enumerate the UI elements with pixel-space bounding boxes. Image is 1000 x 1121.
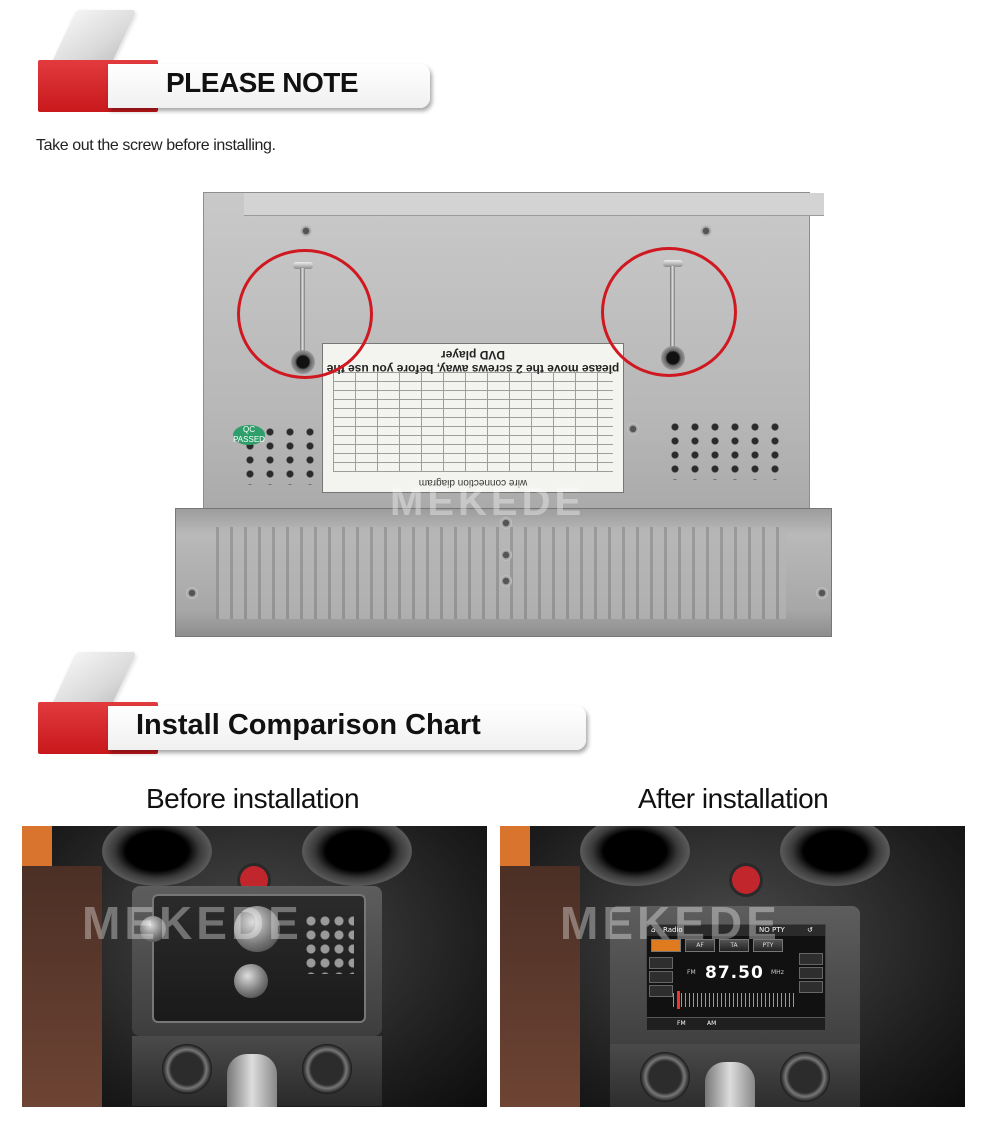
seat bbox=[22, 866, 102, 1107]
ta-button: TA bbox=[719, 939, 749, 952]
pty-status: NO PTY bbox=[759, 926, 785, 934]
screen-status-bar: ⌂ Radio NO PTY ↺ bbox=[647, 925, 825, 936]
preset-button bbox=[651, 939, 681, 952]
am-band-button: AM bbox=[707, 1020, 717, 1027]
nav-knob bbox=[234, 964, 268, 998]
home-icon: ⌂ bbox=[651, 926, 656, 934]
preset-keypad bbox=[304, 914, 354, 974]
dvd-player-unit-photo: QC PASSED please move the 2 screws away,… bbox=[175, 190, 835, 637]
highlight-circle-right bbox=[601, 247, 737, 377]
install-instruction-text: Take out the screw before installing. bbox=[36, 137, 276, 154]
banner-white-plate bbox=[108, 64, 430, 108]
air-vent bbox=[780, 826, 890, 886]
center-console: ⌂ Radio NO PTY ↺ AF TA PTY FM 87.50 MHz bbox=[610, 906, 860, 1056]
air-vent bbox=[102, 826, 212, 886]
screw-hole bbox=[700, 225, 712, 237]
gear-shifter bbox=[227, 1054, 277, 1107]
banner-white-plate bbox=[108, 706, 586, 750]
preset-slot bbox=[799, 953, 823, 965]
screen-mode-label: Radio bbox=[663, 926, 683, 934]
screw-hole bbox=[500, 517, 512, 529]
frequency-unit: MHz bbox=[771, 969, 784, 976]
radio-function-buttons: AF TA PTY bbox=[651, 939, 821, 952]
preset-slot bbox=[799, 981, 823, 993]
preset-slot bbox=[649, 985, 673, 997]
band-label: FM bbox=[687, 969, 696, 976]
before-installation-photo: MEKEDE bbox=[22, 826, 487, 1107]
volume-knob bbox=[234, 906, 280, 952]
screw-hole bbox=[300, 225, 312, 237]
screw-hole bbox=[186, 587, 198, 599]
please-note-banner: PLEASE NOTE bbox=[38, 10, 430, 112]
power-knob bbox=[140, 916, 166, 942]
climate-dial bbox=[640, 1052, 690, 1102]
before-caption: Before installation bbox=[146, 783, 360, 814]
air-vent bbox=[302, 826, 412, 886]
comparison-banner: Install Comparison Chart bbox=[38, 652, 586, 754]
vent-holes bbox=[665, 420, 785, 480]
preset-slot bbox=[649, 971, 673, 983]
watermark: MEKEDE bbox=[82, 897, 303, 949]
fm-band-button: FM bbox=[677, 1020, 686, 1027]
watermark: MEKEDE bbox=[390, 480, 586, 524]
screw-hole bbox=[627, 423, 639, 435]
gear-shifter bbox=[705, 1062, 755, 1107]
screen-bottom-bar: FM AM bbox=[647, 1017, 825, 1030]
section-title-please-note: PLEASE NOTE bbox=[166, 67, 359, 98]
unit-front-panel bbox=[175, 508, 832, 637]
air-vent bbox=[580, 826, 690, 886]
after-caption: After installation bbox=[638, 783, 829, 814]
after-installation-photo: ⌂ Radio NO PTY ↺ AF TA PTY FM 87.50 MHz bbox=[500, 826, 965, 1107]
screw-hole bbox=[816, 587, 828, 599]
climate-dial bbox=[780, 1052, 830, 1102]
heatsink-ribs bbox=[216, 527, 786, 619]
hazard-button bbox=[732, 866, 760, 894]
preset-slot bbox=[649, 957, 673, 969]
climate-dial bbox=[162, 1044, 212, 1094]
wiring-label-sticker: please move the 2 screws away, before yo… bbox=[322, 343, 624, 493]
seat bbox=[500, 866, 580, 1107]
watermark: MEKEDE bbox=[560, 897, 781, 949]
screw-hole bbox=[500, 575, 512, 587]
section-title-comparison: Install Comparison Chart bbox=[136, 709, 481, 741]
factory-radio bbox=[140, 894, 366, 1023]
climate-dial bbox=[302, 1044, 352, 1094]
qc-passed-sticker: QC PASSED bbox=[233, 425, 265, 445]
screw-hole bbox=[500, 549, 512, 561]
head-unit-screen: ⌂ Radio NO PTY ↺ AF TA PTY FM 87.50 MHz bbox=[646, 924, 826, 1031]
af-button: AF bbox=[685, 939, 715, 952]
tuning-needle bbox=[677, 991, 680, 1009]
preset-slot bbox=[799, 967, 823, 979]
unit-top-lip bbox=[244, 193, 824, 216]
highlight-circle-left bbox=[237, 249, 373, 379]
frequency-display: 87.50 bbox=[705, 963, 764, 983]
sticker-wiring-table bbox=[333, 372, 613, 472]
back-icon: ↺ bbox=[807, 926, 813, 934]
tuning-scale bbox=[673, 993, 797, 1007]
center-console bbox=[132, 886, 382, 1036]
pty-button: PTY bbox=[753, 939, 783, 952]
